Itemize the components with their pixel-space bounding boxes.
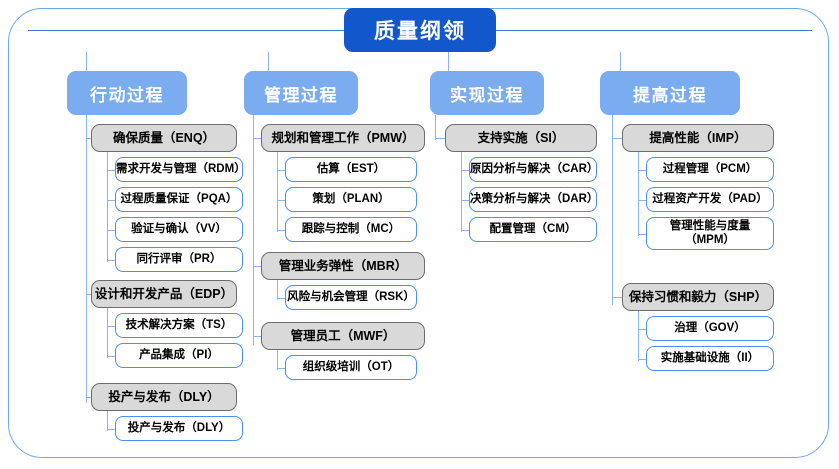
child-node-pi[interactable]: 产品集成（PI） <box>115 343 243 368</box>
parent-node-enq[interactable]: 确保质量（ENQ） <box>91 124 237 152</box>
dly-spine <box>107 411 109 431</box>
pmw-stub-1 <box>277 170 289 172</box>
column-header-4[interactable]: 提高过程 <box>600 71 740 115</box>
si-stub-2 <box>461 200 473 202</box>
column-header-1[interactable]: 行动过程 <box>67 71 187 115</box>
edp-stub-1 <box>107 326 119 328</box>
pmw-stub-3 <box>277 230 289 232</box>
child-node-ot[interactable]: 组织级培训（OT） <box>285 355 417 380</box>
si-spine <box>461 152 463 232</box>
child-node-pcm[interactable]: 过程管理（PCM） <box>646 157 774 182</box>
child-node-pr[interactable]: 同行评审（PR） <box>115 247 243 272</box>
imp-spine <box>638 152 640 236</box>
imp-stub-1 <box>638 170 650 172</box>
shp-spine <box>638 311 640 361</box>
enq-stub-1 <box>107 170 119 172</box>
enq-stub-2 <box>107 200 119 202</box>
enq-spine <box>107 152 109 262</box>
child-node-vv[interactable]: 验证与确认（VV） <box>115 217 243 242</box>
imp-stub-3 <box>638 234 650 236</box>
child-node-dar[interactable]: 决策分析与解决（DAR） <box>469 187 598 212</box>
parent-node-mbr[interactable]: 管理业务弹性（MBR） <box>261 252 425 280</box>
root-title[interactable]: 质量纲领 <box>344 8 496 52</box>
mbr-spine <box>277 280 279 300</box>
child-node-mc[interactable]: 跟踪与控制（MC） <box>285 217 417 242</box>
enq-stub-4 <box>107 260 119 262</box>
mwf-stub-1 <box>277 368 289 370</box>
parent-node-edp[interactable]: 设计和开发产品（EDP） <box>91 280 237 308</box>
column-header-3[interactable]: 实现过程 <box>430 71 544 115</box>
child-node-ts[interactable]: 技术解决方案（TS） <box>115 313 243 338</box>
col2-spine <box>253 115 255 345</box>
root-trunk-left <box>28 30 346 32</box>
child-node-rdm[interactable]: 需求开发与管理（RDM） <box>115 157 246 182</box>
root-trunk-right <box>494 30 812 32</box>
parent-node-si[interactable]: 支持实施（SI） <box>445 124 597 152</box>
col4-spine <box>612 115 614 305</box>
header-stem-2 <box>268 52 270 74</box>
col2-stub-g3 <box>253 336 263 338</box>
edp-spine <box>107 308 109 358</box>
shp-stub-1 <box>638 329 650 331</box>
child-node-gov[interactable]: 治理（GOV） <box>646 316 774 341</box>
child-node-dly[interactable]: 投产与发布（DLY） <box>115 416 243 441</box>
child-node-plan[interactable]: 策划（PLAN） <box>285 187 417 212</box>
child-node-rsk[interactable]: 风险与机会管理（RSK） <box>285 285 417 310</box>
enq-stub-3 <box>107 230 119 232</box>
parent-node-dly[interactable]: 投产与发布（DLY） <box>91 383 237 411</box>
si-stub-1 <box>461 170 473 172</box>
col4-stub-g2 <box>612 297 624 299</box>
col3-spine <box>435 115 437 140</box>
col1-spine <box>86 115 88 403</box>
header-stem-1 <box>86 52 88 74</box>
si-stub-3 <box>461 230 473 232</box>
column-header-2[interactable]: 管理过程 <box>244 71 358 115</box>
child-node-est[interactable]: 估算（EST） <box>285 157 417 182</box>
parent-node-pmw[interactable]: 规划和管理工作（PMW） <box>261 124 425 152</box>
header-stem-4 <box>620 52 622 74</box>
edp-stub-2 <box>107 356 119 358</box>
child-node-mpm[interactable]: 管理性能与度量 （MPM） <box>646 217 774 250</box>
parent-node-shp[interactable]: 保持习惯和毅力（SHP） <box>622 283 774 311</box>
col2-stub-g1 <box>253 138 263 140</box>
mbr-stub-1 <box>277 298 289 300</box>
child-node-car[interactable]: 原因分析与解决（CAR） <box>469 157 598 182</box>
col2-stub-g2 <box>253 266 263 268</box>
mwf-spine <box>277 350 279 370</box>
imp-stub-2 <box>638 200 650 202</box>
child-node-pad[interactable]: 过程资产开发（PAD） <box>646 187 774 212</box>
parent-node-imp[interactable]: 提高性能（IMP） <box>622 124 774 152</box>
parent-node-mwf[interactable]: 管理员工（MWF） <box>261 322 425 350</box>
pmw-stub-2 <box>277 200 289 202</box>
child-node-pqa[interactable]: 过程质量保证（PQA） <box>115 187 243 212</box>
child-node-ii[interactable]: 实施基础设施（II） <box>646 346 774 371</box>
col4-stub-g1 <box>612 138 624 140</box>
child-node-cm[interactable]: 配置管理（CM） <box>469 217 597 242</box>
header-stem-3 <box>448 52 450 74</box>
pmw-spine <box>277 152 279 232</box>
dly-stub-1 <box>107 429 119 431</box>
shp-stub-2 <box>638 359 650 361</box>
col3-stub-g1 <box>435 138 447 140</box>
